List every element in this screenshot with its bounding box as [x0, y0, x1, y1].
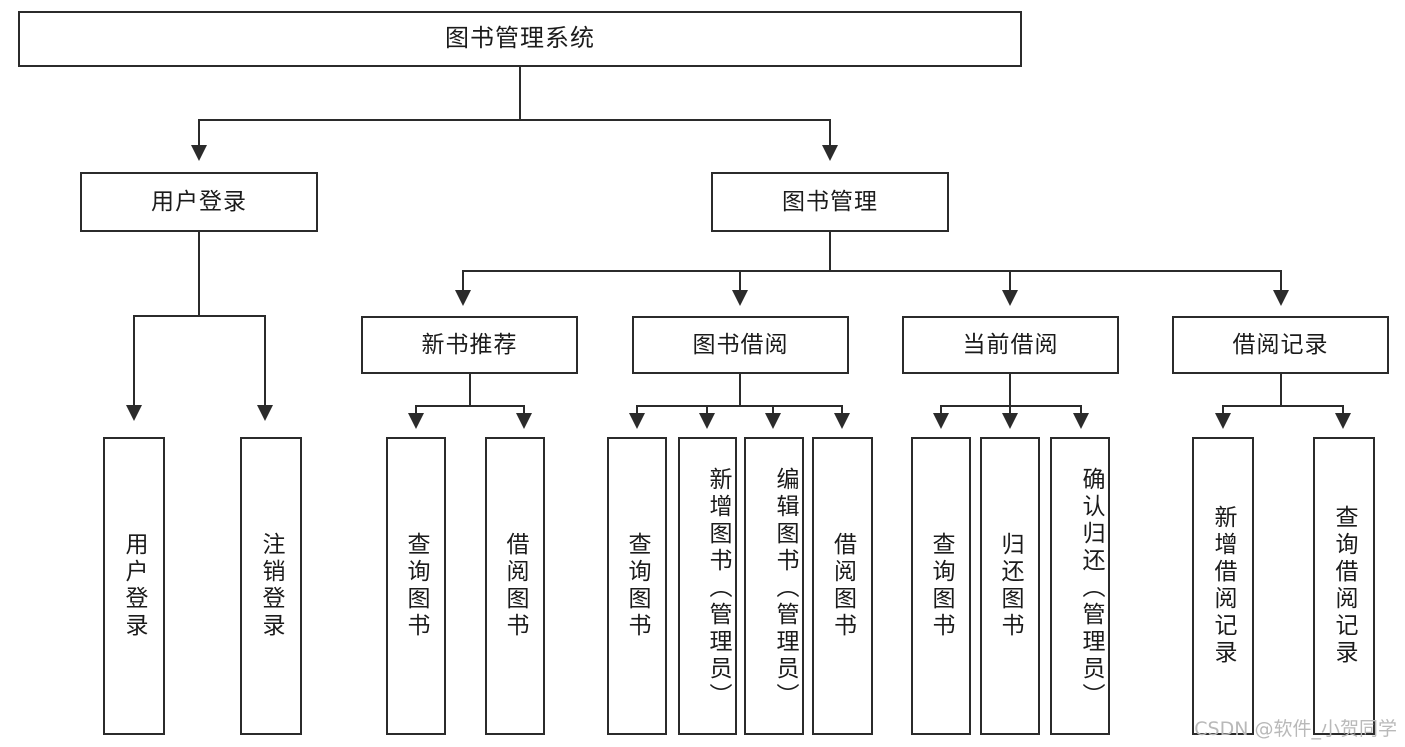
connector-bm-drop-1: [462, 270, 464, 292]
node-label: 新增图书（管理员）: [705, 466, 731, 710]
connector-bb-drop-4: [841, 405, 843, 415]
arrow-to-leaf-query-book-cb: [933, 413, 949, 429]
node-book-borrow[interactable]: 图书借阅: [632, 316, 849, 374]
leaf-edit-book[interactable]: 编辑图书（管理员）: [744, 437, 804, 735]
connector-user-login-drop-1: [133, 315, 135, 407]
node-book-management[interactable]: 图书管理: [711, 172, 949, 232]
node-label: 借阅记录: [1232, 331, 1329, 358]
connector-root-to-book-management: [829, 119, 831, 147]
node-current-borrow[interactable]: 当前借阅: [902, 316, 1119, 374]
leaf-return-book[interactable]: 归还图书: [980, 437, 1040, 735]
connector-bm-drop-4: [1280, 270, 1282, 292]
node-label: 图书管理: [782, 188, 878, 215]
connector-bb-drop-1: [636, 405, 638, 415]
connector-book-management-bar: [462, 270, 1280, 272]
leaf-query-book-nbr[interactable]: 查询图书: [386, 437, 446, 735]
arrow-to-borrow-record: [1273, 290, 1289, 306]
node-label: 归还图书: [997, 532, 1023, 640]
node-label: 查询图书: [624, 532, 650, 640]
node-borrow-record[interactable]: 借阅记录: [1172, 316, 1389, 374]
node-label: 注销登录: [258, 532, 284, 640]
node-label: 借阅图书: [502, 532, 528, 640]
arrow-to-leaf-confirm-return: [1073, 413, 1089, 429]
connector-cb-bar: [940, 405, 1082, 407]
arrow-to-leaf-logout: [257, 405, 273, 421]
connector-cb-drop-1: [940, 405, 942, 415]
leaf-add-book[interactable]: 新增图书（管理员）: [678, 437, 737, 735]
node-label: 图书管理系统: [445, 24, 595, 53]
connector-nbr-drop-1: [415, 405, 417, 415]
arrow-to-book-management: [822, 145, 838, 161]
connector-br-drop-2: [1342, 405, 1344, 415]
connector-bm-drop-3: [1009, 270, 1011, 292]
connector-br-bar: [1222, 405, 1344, 407]
node-label: 当前借阅: [962, 331, 1059, 358]
connector-bb-bar: [636, 405, 843, 407]
node-label: 图书借阅: [692, 331, 789, 358]
leaf-query-book-cb[interactable]: 查询图书: [911, 437, 971, 735]
node-label: 用户登录: [121, 532, 147, 640]
arrow-to-leaf-query-book-nbr: [408, 413, 424, 429]
connector-cb-stem: [1009, 374, 1011, 405]
connector-user-login-drop-2: [264, 315, 266, 407]
leaf-logout[interactable]: 注销登录: [240, 437, 302, 735]
connector-bm-drop-2: [739, 270, 741, 292]
arrow-to-leaf-add-book: [699, 413, 715, 429]
node-root-book-management-system[interactable]: 图书管理系统: [18, 11, 1022, 67]
connector-root-bar: [198, 119, 831, 121]
leaf-confirm-return[interactable]: 确认归还（管理员）: [1050, 437, 1110, 735]
node-label: 新增借阅记录: [1210, 505, 1236, 667]
connector-user-login-stem: [198, 232, 200, 315]
arrow-to-new-book-recommend: [455, 290, 471, 306]
leaf-query-book-bb[interactable]: 查询图书: [607, 437, 667, 735]
arrow-to-leaf-query-record: [1335, 413, 1351, 429]
leaf-borrow-book-nbr[interactable]: 借阅图书: [485, 437, 545, 735]
connector-root-stem: [519, 67, 521, 119]
connector-nbr-stem: [469, 374, 471, 405]
node-label: 用户登录: [151, 188, 247, 215]
arrow-to-book-borrow: [732, 290, 748, 306]
node-label: 查询借阅记录: [1331, 505, 1357, 667]
arrow-to-leaf-borrow-book-bb: [834, 413, 850, 429]
arrow-to-leaf-user-login: [126, 405, 142, 421]
connector-bb-drop-3: [772, 405, 774, 415]
connector-nbr-bar: [415, 405, 525, 407]
arrow-to-current-borrow: [1002, 290, 1018, 306]
connector-bb-drop-2: [706, 405, 708, 415]
connector-cb-drop-3: [1080, 405, 1082, 415]
leaf-borrow-book-bb[interactable]: 借阅图书: [812, 437, 873, 735]
node-label: 查询图书: [403, 532, 429, 640]
node-user-login[interactable]: 用户登录: [80, 172, 318, 232]
connector-br-stem: [1280, 374, 1282, 405]
node-label: 查询图书: [928, 532, 954, 640]
node-label: 编辑图书（管理员）: [772, 466, 798, 710]
node-label: 确认归还（管理员）: [1078, 466, 1104, 710]
connector-bb-stem: [739, 374, 741, 405]
connector-br-drop-1: [1222, 405, 1224, 415]
arrow-to-leaf-edit-book: [765, 413, 781, 429]
node-new-book-recommend[interactable]: 新书推荐: [361, 316, 578, 374]
node-label: 借阅图书: [829, 532, 856, 640]
leaf-query-borrow-record[interactable]: 查询借阅记录: [1313, 437, 1375, 735]
arrow-to-leaf-query-book-bb: [629, 413, 645, 429]
connector-nbr-drop-2: [523, 405, 525, 415]
connector-user-login-bar: [133, 315, 266, 317]
connector-root-to-user-login: [198, 119, 200, 147]
leaf-user-login[interactable]: 用户登录: [103, 437, 165, 735]
arrow-to-leaf-add-record: [1215, 413, 1231, 429]
watermark-text: CSDN @软件_小贺同学: [1194, 718, 1397, 740]
connector-book-management-stem: [829, 232, 831, 270]
arrow-to-user-login: [191, 145, 207, 161]
node-label: 新书推荐: [421, 331, 518, 358]
arrow-to-leaf-borrow-book-nbr: [516, 413, 532, 429]
arrow-to-leaf-return-book: [1002, 413, 1018, 429]
leaf-add-borrow-record[interactable]: 新增借阅记录: [1192, 437, 1254, 735]
connector-cb-drop-2: [1009, 405, 1011, 415]
